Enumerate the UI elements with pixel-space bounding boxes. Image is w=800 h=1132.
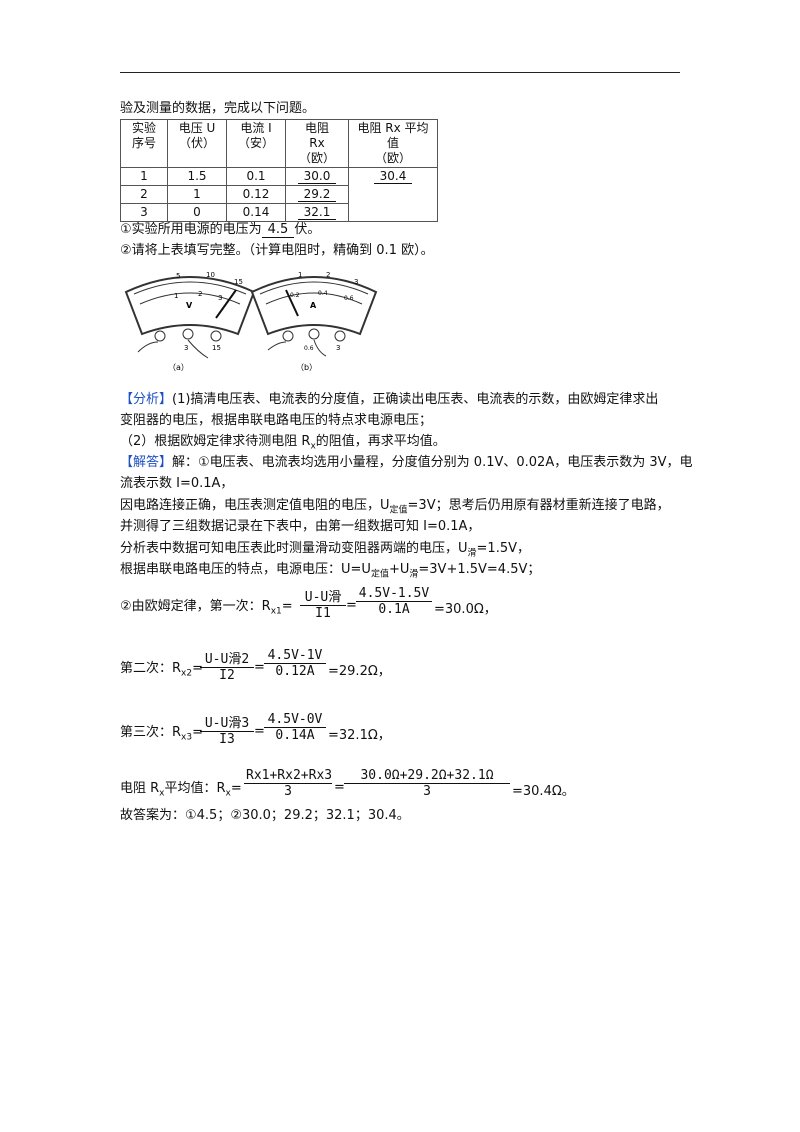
final-answer: 故答案为：①4.5；②30.0；29.2；32.1；30.4。 — [120, 808, 410, 823]
ammeter: 1 2 3 0.2 0.4 0.6 A 0.6 3 （b） — [250, 271, 378, 372]
table-cell: 3 — [120, 203, 168, 222]
step-1-label: ②由欧姆定律，第一次：Rx1= — [120, 599, 293, 617]
analysis-tag: 【分析】 — [120, 392, 173, 407]
analysis-line-1: 【分析】(1)搞清电压表、电流表的分度值，正确读出电压表、电流表的示数，由欧姆定… — [120, 392, 659, 407]
a-scale-top-1: 1 — [298, 271, 302, 279]
table-row: 2 1 0.12 29.2 — [120, 185, 438, 204]
solution-line-4: 并测得了三组数据记录在下表中，由第一组数据可知 I=0.1A， — [120, 519, 481, 534]
table-cell: 30.0 — [285, 167, 349, 186]
table-row: 1 1.5 0.1 30.0 30.4 — [120, 167, 438, 222]
table-cell: 2 — [120, 185, 168, 204]
header-cell: 电流 I（安） — [226, 119, 286, 168]
v-scale-top-2: 10 — [206, 271, 215, 279]
meters-figure: 5 10 15 1 2 3 V 3 15 （a） 1 2 3 0.2 0.4 0… — [124, 271, 378, 372]
table-cell: 1 — [120, 167, 168, 186]
table-cell: 1 — [167, 185, 227, 204]
ammeter-letter: A — [310, 301, 317, 310]
solution-tag: 【解答】 — [120, 455, 173, 470]
v-scale-bottom-3: 3 — [218, 294, 222, 302]
formula-1-result: =30.0Ω， — [434, 602, 497, 617]
table-row: 3 0 0.14 32.1 — [120, 203, 438, 222]
solution-line-1: 【解答】解：①电压表、电流表均选用小量程，分度值分别为 0.1V、0.02A，电… — [120, 455, 693, 470]
table-cell: 1.5 — [167, 167, 227, 186]
v-scale-bottom-1: 1 — [174, 292, 178, 300]
v-terminal-15: 15 — [212, 344, 221, 352]
solution-line-3: 因电路连接正确，电压表测定值电阻的电压，U定值=3V；思考后仍用原有器材重新连接… — [120, 498, 670, 516]
intro-text: 验及测量的数据，完成以下问题。 — [120, 101, 316, 116]
solution-line-5: 分析表中数据可知电压表此时测量滑动变阻器两端的电压，U滑=1.5V， — [120, 541, 530, 559]
header-cell: 电阻 Rx 平均值（欧） — [348, 119, 438, 168]
formula-2-result: =29.2Ω， — [328, 664, 391, 679]
question-2: ②请将上表填写完整。（计算电阻时，精确到 0.1 欧）。 — [120, 243, 434, 258]
table-cell: 0.14 — [226, 203, 286, 222]
header-cell: 实验序号 — [120, 119, 168, 168]
average-cell: 30.4 — [348, 167, 438, 222]
figure-label-b: （b） — [296, 363, 317, 372]
a-scale-bottom-3: 0.6 — [344, 295, 354, 302]
v-scale-top-3: 15 — [234, 278, 243, 286]
a-terminal-06: 0.6 — [304, 345, 314, 352]
formula-4-result: =30.4Ω。 — [512, 784, 575, 799]
table-cell: 0.12 — [226, 185, 286, 204]
average-label: 电阻 Rx平均值：Rx= — [120, 781, 242, 799]
table-cell: 32.1 — [285, 203, 349, 222]
table-cell: 29.2 — [285, 185, 349, 204]
v-scale-bottom-2: 2 — [198, 290, 202, 298]
a-scale-bottom-2: 0.4 — [318, 290, 328, 297]
a-scale-top-2: 2 — [326, 271, 330, 279]
v-scale-top-1: 5 — [176, 272, 180, 280]
voltmeter-letter: V — [186, 301, 193, 310]
analysis-line-3: （2）根据欧姆定律求待测电阻 Rx的阻值，再求平均值。 — [120, 434, 446, 452]
analysis-line-2: 变阻器的电压，根据串联电路电压的特点求电源电压； — [120, 413, 433, 428]
header-cell: 电压 U（伏） — [167, 119, 227, 168]
formula-3-result: =32.1Ω， — [328, 728, 391, 743]
a-scale-top-3: 3 — [354, 278, 358, 286]
solution-line-6: 根据串联电路电压的特点，电源电压：U=U定值+U滑=3V+1.5V=4.5V； — [120, 562, 541, 580]
a-terminal-3: 3 — [336, 344, 340, 352]
a-scale-bottom-1: 0.2 — [290, 292, 300, 299]
figure-label-a: （a） — [168, 363, 189, 372]
header-rule — [120, 72, 680, 73]
step-2-label: 第二次：Rx2= — [120, 661, 204, 679]
step-3-label: 第三次：Rx3= — [120, 725, 204, 743]
table-cell: 0.1 — [226, 167, 286, 186]
voltmeter: 5 10 15 1 2 3 V 3 15 （a） — [124, 271, 256, 372]
solution-line-2: 流表示数 I=0.1A， — [120, 476, 234, 491]
v-terminal-3: 3 — [184, 344, 188, 352]
table-cell: 0 — [167, 203, 227, 222]
